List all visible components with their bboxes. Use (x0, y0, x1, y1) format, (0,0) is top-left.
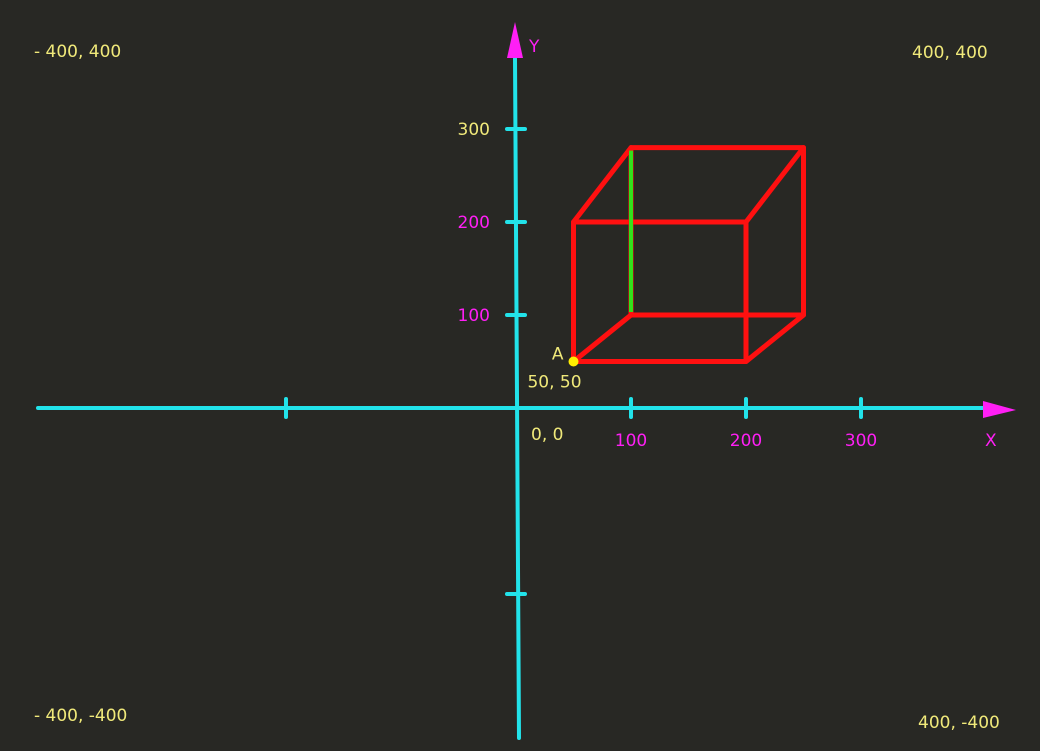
origin-label: 0, 0 (531, 425, 563, 445)
y-axis-arrow (507, 22, 523, 58)
cube-back-face (628, 145, 806, 318)
x-axis-label: X (985, 431, 997, 451)
y-tick-label-300: 300 (458, 120, 490, 140)
x-axis-arrow (983, 401, 1016, 418)
point-a-name: A (552, 345, 564, 365)
cube-connector-edge-3 (571, 145, 634, 225)
cube-connector-edge-1 (743, 312, 806, 364)
x-tick-label-100: 100 (615, 431, 647, 451)
corner-label-top-left: - 400, 400 (34, 42, 122, 62)
cube-connector-edge-0 (571, 312, 634, 364)
y-axis-label: Y (528, 37, 540, 57)
point-a-marker (568, 356, 579, 367)
x-tick-label-300: 300 (845, 431, 877, 451)
corner-label-top-right: 400, 400 (912, 43, 988, 63)
axes-layer (36, 22, 1016, 740)
cube (571, 145, 806, 364)
cube-connector-edge-2 (743, 145, 806, 225)
corner-label-bottom-right: 400, -400 (918, 713, 1000, 733)
y-tick-label-200: 200 (458, 213, 490, 233)
y-axis-line (513, 56, 521, 740)
y-tick-label-100: 100 (458, 306, 490, 326)
corner-label-bottom-left: - 400, -400 (34, 706, 128, 726)
point-a-coords: 50, 50 (527, 373, 581, 393)
x-tick-label-200: 200 (730, 431, 762, 451)
